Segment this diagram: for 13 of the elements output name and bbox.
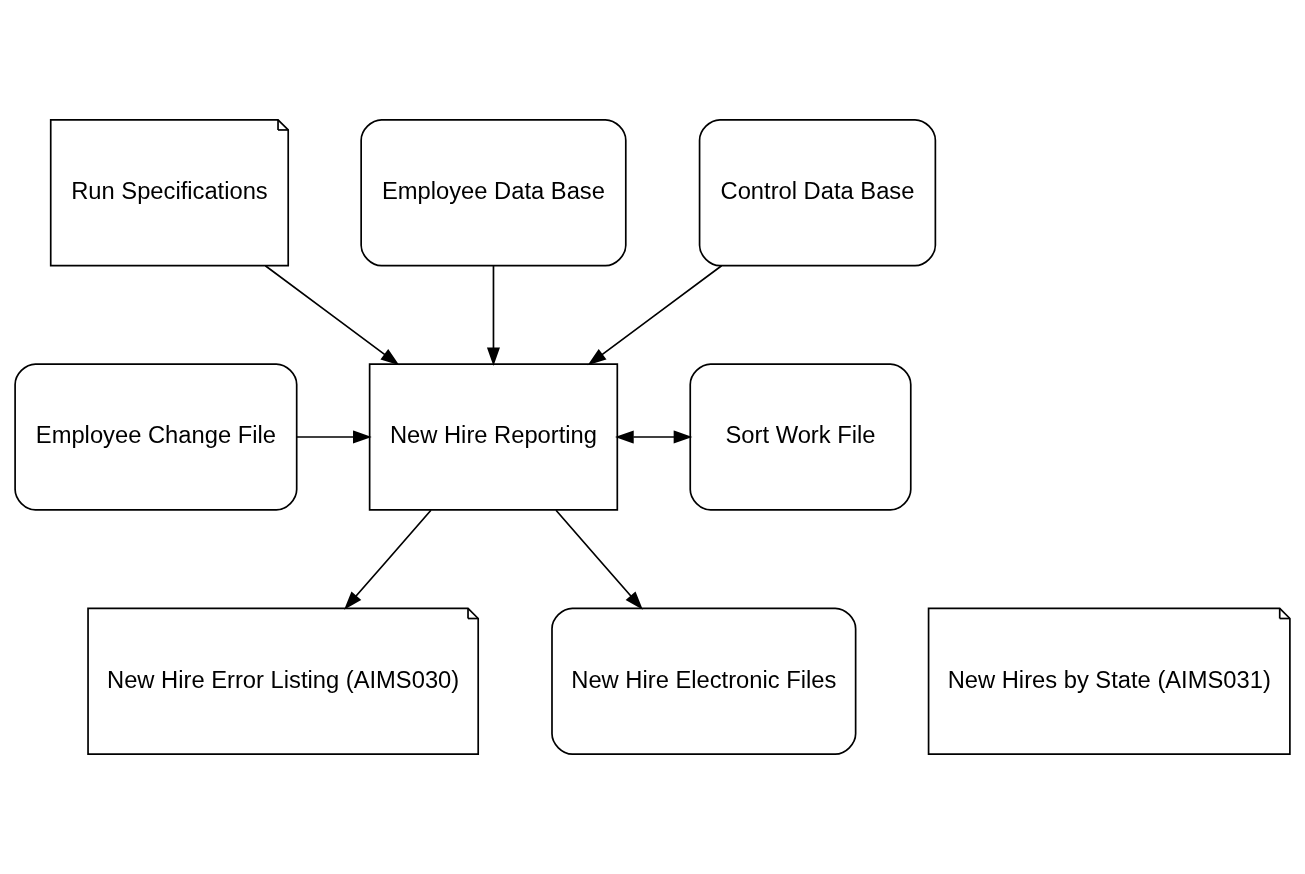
arrow (587, 264, 723, 366)
node-box: Employee Data Base (360, 118, 627, 267)
node-box: New Hire Electronic Files (551, 607, 857, 756)
node-box: New Hire Reporting (368, 363, 619, 511)
node-box: Sort Work File (689, 363, 912, 511)
node-box: Employee Change File (14, 363, 298, 511)
arrow (264, 264, 400, 366)
arrow (555, 509, 643, 610)
arrow (615, 430, 693, 444)
node-box: Control Data Base (698, 118, 937, 267)
arrow (344, 509, 432, 610)
arrow (486, 265, 500, 367)
arrow (296, 430, 372, 444)
